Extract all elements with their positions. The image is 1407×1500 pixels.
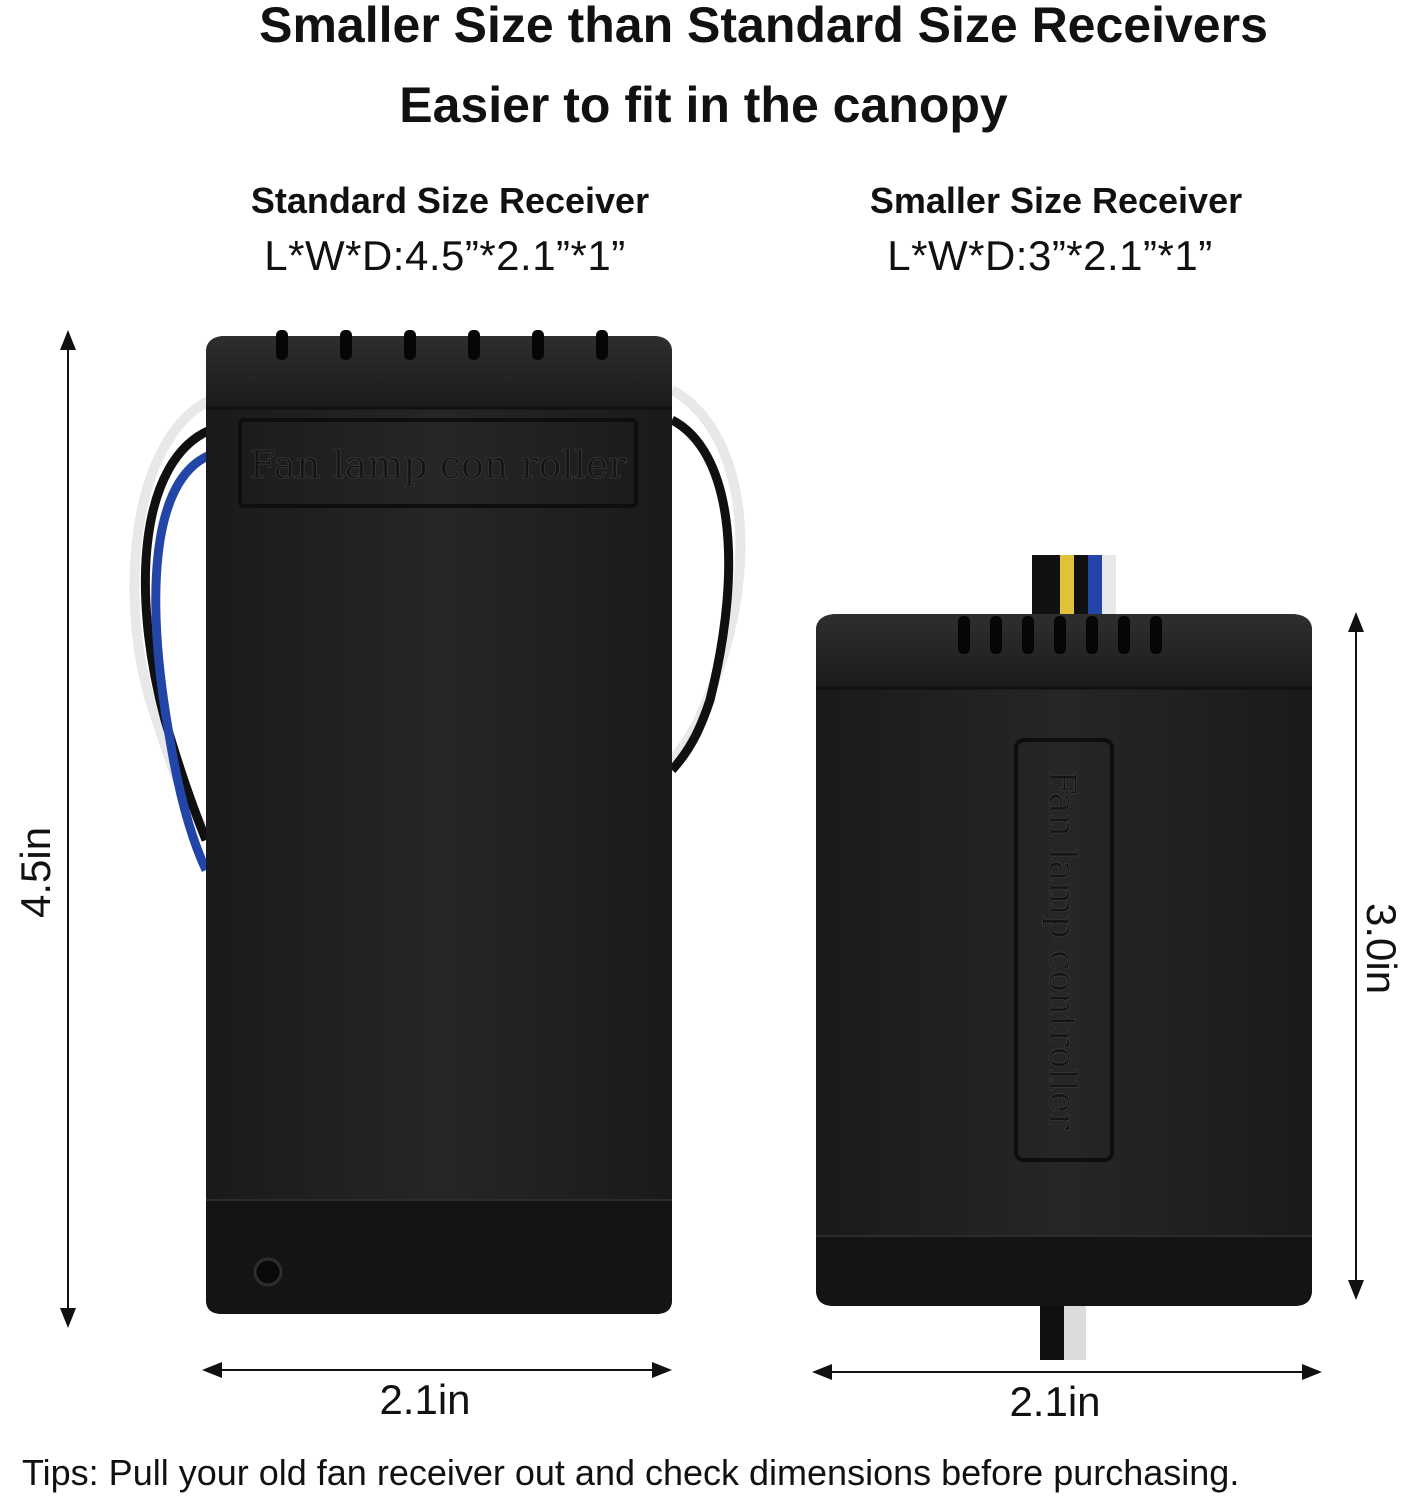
vent-slots: [958, 616, 1162, 654]
headline-line-2: Easier to fit in the canopy: [399, 77, 1008, 133]
ir-sensor-icon: [253, 1257, 283, 1287]
standard-embossed-text: Fan lamp con roller: [250, 443, 628, 487]
smaller-width-label: 2.1in: [1009, 1378, 1101, 1425]
smaller-receiver: Fan lamp controller: [816, 614, 1312, 1306]
tips-text: Tips: Pull your old fan receiver out and…: [22, 1452, 1240, 1493]
headline-line-1: Smaller Size than Standard Size Receiver…: [259, 0, 1268, 53]
standard-receiver-wires: [129, 385, 746, 872]
standard-receiver: Fan lamp con roller: [206, 330, 672, 1314]
smaller-receiver-dimensions: L*W*D:3”*2.1”*1”: [887, 232, 1213, 279]
smaller-embossed-text: Fan lamp controller: [1041, 770, 1082, 1131]
standard-receiver-name: Standard Size Receiver: [250, 180, 650, 221]
smaller-receiver-wires: [1032, 555, 1116, 1360]
standard-height-label: 4.5in: [12, 826, 59, 918]
dimension-arrows: [60, 330, 1364, 1380]
standard-width-label: 2.1in: [379, 1376, 471, 1423]
vent-slots: [276, 330, 608, 360]
standard-receiver-dimensions: L*W*D:4.5”*2.1”*1”: [264, 232, 626, 279]
smaller-receiver-name: Smaller Size Receiver: [869, 180, 1243, 221]
smaller-height-label: 3.0in: [1358, 903, 1405, 995]
